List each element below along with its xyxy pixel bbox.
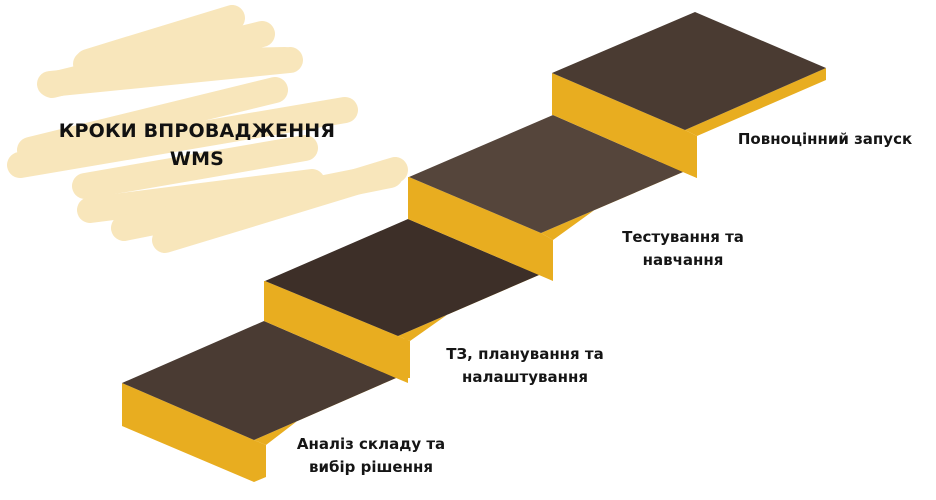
step-4-front-riser — [552, 73, 697, 178]
step-4-label-line-1: Повноцінний запуск — [737, 130, 913, 148]
step-1-label-line-2: вибір рішення — [309, 458, 433, 476]
step-3-label-line-2: навчання — [642, 251, 724, 269]
step-4-tread — [552, 12, 826, 130]
step-1-label: Аналіз складу та вибір рішення — [290, 433, 452, 479]
step-2-block — [264, 219, 553, 378]
step-4-side-riser — [685, 68, 826, 136]
step-3-side-riser — [541, 136, 697, 240]
step-4-block — [552, 12, 826, 178]
step-1-block — [122, 321, 408, 482]
step-3-label: Тестування та навчання — [608, 226, 758, 272]
scribble-highlight — [7, 5, 408, 253]
step-2-tread — [265, 219, 539, 336]
step-3-label-line-1: Тестування та — [622, 228, 744, 246]
step-4-label: Повноцінний запуск — [728, 128, 922, 151]
title-line-2: WMS — [169, 148, 225, 170]
step-1-label-line-1: Аналіз складу та — [296, 435, 446, 453]
step-2-front-riser — [264, 281, 410, 378]
step-3-front-riser — [408, 177, 553, 278]
step-3-block — [408, 115, 697, 278]
step-2-side-riser — [398, 240, 553, 341]
step-1-side-riser — [254, 336, 408, 445]
step-1-front-riser — [122, 383, 266, 482]
step-1-tread — [122, 321, 396, 440]
step-3-tread — [409, 115, 683, 233]
step-2-label-line-1: ТЗ, планування та — [446, 345, 604, 363]
step-2-label-line-2: налаштування — [462, 368, 588, 386]
step-2-label: ТЗ, планування та налаштування — [434, 343, 616, 389]
diagram-title: КРОКИ ВПРОВАДЖЕННЯ WMS — [20, 120, 374, 170]
title-line-1: КРОКИ ВПРОВАДЖЕННЯ — [58, 120, 336, 142]
